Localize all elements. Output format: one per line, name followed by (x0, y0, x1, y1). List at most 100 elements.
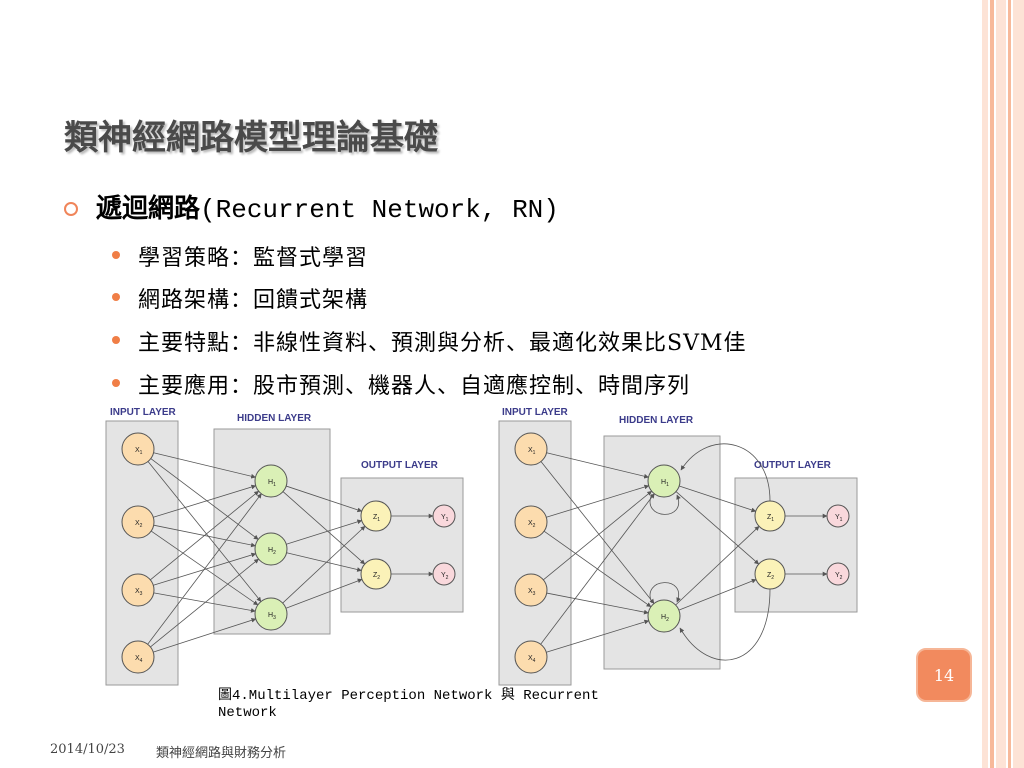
rnn-input-layer-label: INPUT LAYER (502, 407, 569, 418)
node-label: X1 (135, 447, 143, 456)
sub-bullet: 主要特點：非線性資料、預測與分析、最適化效果比SVM佳 (138, 331, 747, 356)
node-label: Y1 (441, 514, 449, 523)
node-label: Y2 (441, 572, 449, 581)
node-label: Z1 (767, 514, 774, 523)
node-label: H2 (661, 614, 669, 623)
node-h1 (647, 464, 681, 498)
mlp-hidden-layer-label: HIDDEN LAYER (237, 413, 312, 424)
node-label: H1 (268, 479, 276, 488)
connection-arrow (543, 490, 652, 581)
sub-bullet: 學習策略：監督式學習 (138, 246, 369, 271)
decor-stripe (1013, 0, 1024, 768)
node-label: X4 (528, 655, 536, 664)
node-y1 (432, 504, 456, 528)
self-loop-arrow (649, 582, 681, 604)
node-label: Z1 (373, 514, 380, 523)
rnn-hidden-layer-label: HIDDEN LAYER (619, 415, 694, 426)
main-bullet: 遞迴網路(Recurrent Network, RN) (96, 188, 559, 225)
rnn-output-layer-box (734, 477, 858, 613)
connection-arrow (679, 485, 757, 513)
mlp-input-layer-label: INPUT LAYER (110, 407, 177, 418)
connection-arrow (153, 617, 257, 653)
connection-arrow (282, 491, 366, 565)
connection-arrow (286, 485, 363, 513)
bullet-ring-icon (64, 202, 78, 216)
node-z1 (754, 500, 786, 532)
connection-arrow (147, 493, 262, 645)
node-z1 (360, 500, 392, 532)
connection-arrow (546, 619, 650, 653)
connection-arrow (147, 461, 262, 602)
connection-arrow (285, 578, 363, 609)
node-z2 (754, 558, 786, 590)
page-number-badge: 14 (916, 648, 972, 702)
figure-caption: 圖4.Multilayer Perception Network 與 Recur… (218, 688, 599, 721)
mlp-output-layer-label: OUTPUT LAYER (361, 460, 439, 471)
node-label: X3 (135, 588, 143, 597)
connection-arrow (675, 491, 760, 565)
node-y1 (826, 504, 850, 528)
rnn-output-layer-label: OUTPUT LAYER (754, 460, 832, 471)
connection-arrow (540, 461, 655, 604)
node-x2 (514, 505, 548, 539)
sub-bullet: 網路架構：回饋式架構 (138, 288, 369, 313)
node-label: Y1 (835, 514, 843, 523)
connection-arrow (546, 484, 650, 518)
decor-stripe (982, 0, 988, 768)
node-h2 (254, 532, 288, 566)
bullet-dot-icon (112, 379, 120, 387)
connection-arrow (282, 525, 366, 604)
node-x4 (121, 640, 155, 674)
node-label: Y2 (835, 572, 843, 581)
node-label: H3 (268, 612, 276, 621)
sub-bullet: 主要應用：股市預測、機器人、自適應控制、時間序列 (138, 374, 691, 399)
connection-arrow (546, 592, 649, 615)
connection-arrow (153, 592, 256, 613)
node-label: X2 (135, 520, 143, 529)
connection-arrow (153, 484, 257, 518)
node-h3 (254, 597, 288, 631)
node-y2 (826, 562, 850, 586)
node-h2 (647, 599, 681, 633)
node-label: H1 (661, 479, 669, 488)
decor-stripe (1008, 0, 1011, 768)
node-label: X4 (135, 655, 143, 664)
decor-stripe (996, 0, 1006, 768)
connection-arrow (286, 552, 362, 572)
node-label: X2 (528, 520, 536, 529)
node-x2 (121, 505, 155, 539)
node-x1 (121, 432, 155, 466)
main-bullet-cjk: 遞迴網路 (96, 194, 201, 224)
node-x1 (514, 432, 548, 466)
slide-title: 類神經網路模型理論基礎 (64, 118, 438, 158)
feedback-arrow (680, 443, 771, 502)
connection-arrow (286, 519, 363, 545)
connection-arrow (150, 458, 259, 540)
feedback-arrow (679, 588, 771, 661)
bullet-dot-icon (112, 336, 120, 344)
node-z2 (360, 558, 392, 590)
node-x3 (121, 573, 155, 607)
node-y2 (432, 562, 456, 586)
connection-arrow (150, 490, 259, 581)
node-label: Z2 (767, 572, 774, 581)
node-label: X1 (528, 447, 536, 456)
main-bullet-en: (Recurrent Network, RN) (200, 195, 559, 225)
node-h1 (254, 464, 288, 498)
connection-arrow (150, 530, 259, 606)
node-label: X3 (528, 588, 536, 597)
footer-title: 類神經網路與財務分析 (156, 746, 287, 761)
node-x3 (514, 573, 548, 607)
connection-arrow (153, 452, 256, 479)
connection-arrow (150, 558, 259, 648)
connection-arrow (546, 452, 649, 479)
footer-date: 2014/10/23 (50, 742, 125, 757)
decor-stripe (990, 0, 994, 768)
node-label: Z2 (373, 572, 380, 581)
node-x4 (514, 640, 548, 674)
node-label: H2 (268, 547, 276, 556)
self-loop-arrow (649, 493, 681, 515)
bullet-dot-icon (112, 251, 120, 259)
connection-arrow (675, 525, 760, 606)
